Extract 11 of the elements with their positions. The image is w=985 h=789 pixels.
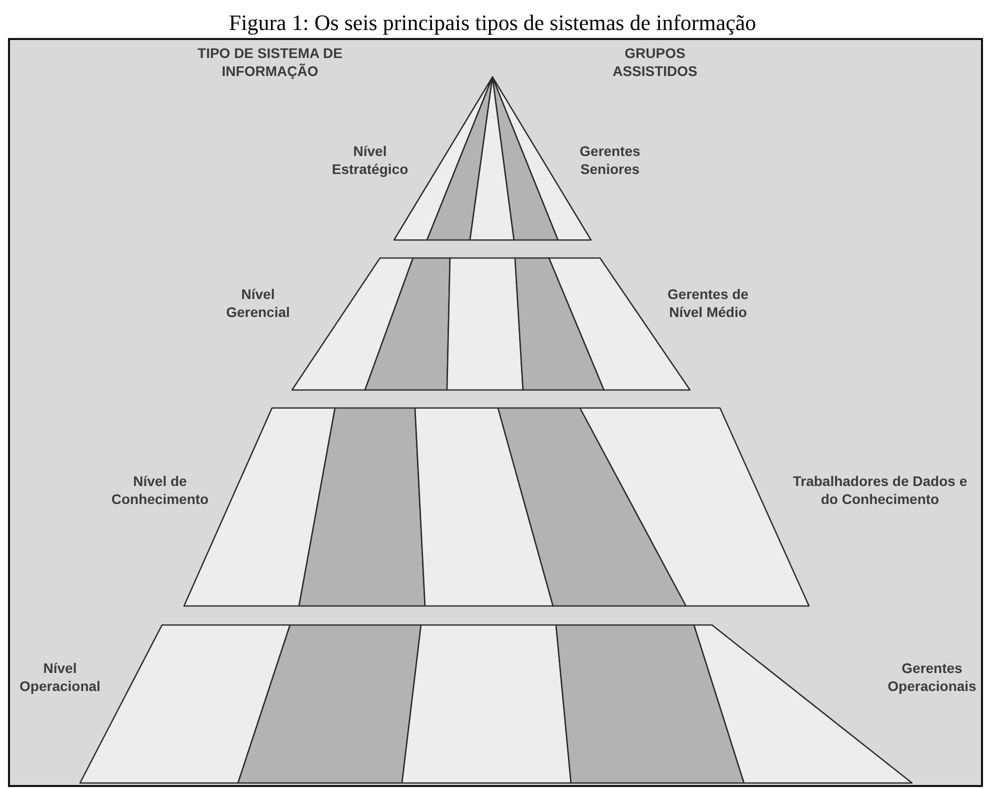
group-label: Gerentes Operacionais <box>886 659 978 695</box>
group-label: Gerentes Seniores <box>578 142 642 178</box>
level-label: Nível Gerencial <box>225 285 291 321</box>
group-label: Trabalhadores de Dados e do Conhecimento <box>792 472 968 508</box>
level-label: Nível Operacional <box>18 659 102 695</box>
level-label: Nível de Conhecimento <box>110 472 210 508</box>
level-label: Nível Estratégico <box>330 142 410 178</box>
group-label: Gerentes de Nível Médio <box>666 285 750 321</box>
column-heading: GRUPOS ASSISTIDOS <box>612 44 698 80</box>
figure-title: Figura 1: Os seis principais tipos de sistemas de informação <box>228 10 758 36</box>
column-heading: TIPO DE SISTEMA DE INFORMAÇÃO <box>196 44 344 80</box>
